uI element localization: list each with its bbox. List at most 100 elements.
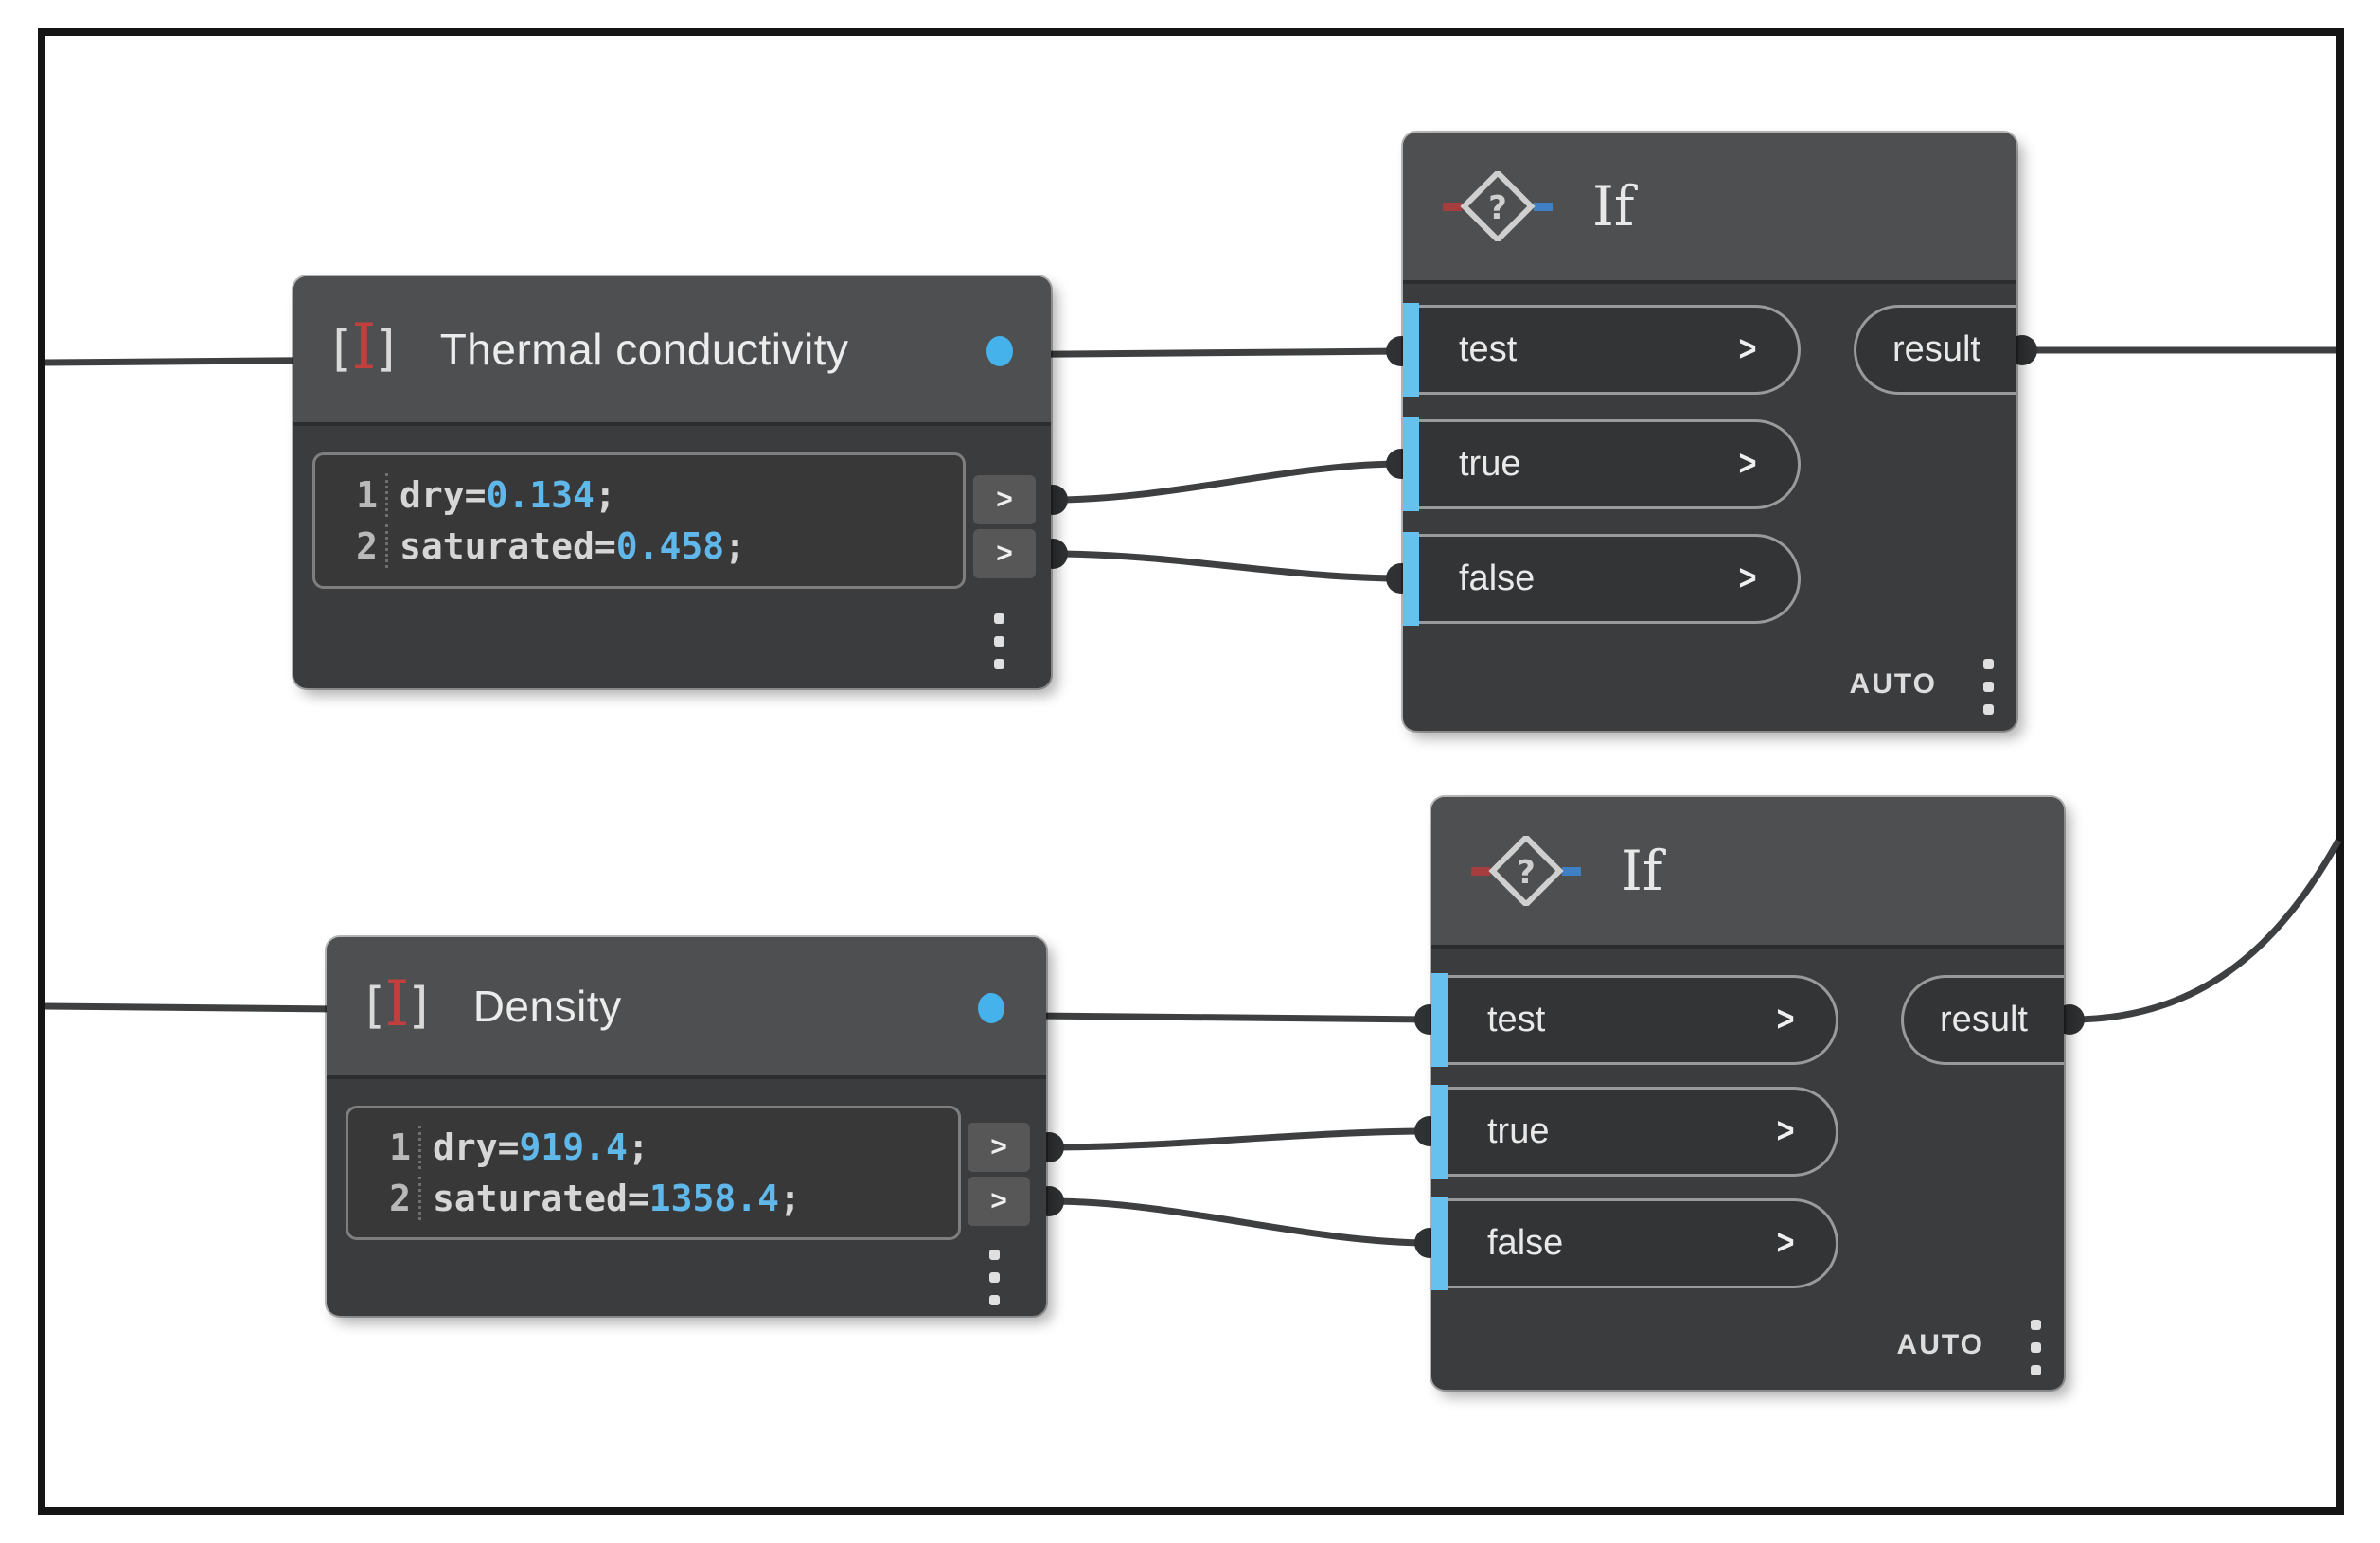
wire-if2-result-to-offscreen[interactable] — [2070, 839, 2342, 1023]
node-header[interactable]: [I] Thermal conductivity — [293, 276, 1051, 426]
node-header[interactable]: ? If — [1431, 797, 2064, 949]
code-block-icon: [I] — [359, 967, 435, 1040]
input-port-bar[interactable] — [1431, 1197, 1448, 1290]
input-port-true[interactable]: true > — [1448, 1087, 1838, 1177]
bracket-right: ] — [372, 321, 402, 378]
text-cursor-icon: I — [384, 967, 410, 1040]
line-number: 2 — [356, 525, 378, 567]
chevron-right-icon: > — [990, 1185, 1007, 1216]
output-port-saturated[interactable]: > — [973, 529, 1036, 578]
port-label: test — [1459, 329, 1518, 369]
code-editor[interactable]: 1 dry=919.4; 2 saturated=1358.4; — [346, 1106, 961, 1240]
wire-thermal-out2-to-if1-false[interactable] — [1052, 550, 1404, 582]
output-port-result[interactable]: result — [1901, 975, 2064, 1065]
chevron-right-icon: > — [1776, 1223, 1795, 1263]
wire-density-out2-to-if2-false[interactable] — [1048, 1197, 1432, 1247]
code-editor[interactable]: 1 dry=0.134; 2 saturated=0.458; — [312, 452, 966, 589]
node-header[interactable]: [I] Density — [327, 937, 1046, 1079]
port-label: result — [1892, 329, 1980, 369]
chevron-right-icon: > — [1776, 1000, 1795, 1039]
node-title: If — [1621, 839, 1663, 903]
input-port-bar[interactable] — [1403, 417, 1419, 511]
line-number-separator — [385, 524, 388, 568]
bracket-right: ] — [405, 978, 435, 1035]
port-label: test — [1487, 1000, 1546, 1039]
dot — [994, 613, 1004, 624]
code-text: dry= — [400, 474, 487, 516]
dot — [2031, 1320, 2041, 1330]
bracket-left: [ — [359, 978, 389, 1035]
code-block-node-density[interactable]: [I] Density 1 dry=919.4; 2 saturated=135… — [327, 937, 1046, 1316]
port-label: false — [1487, 1223, 1564, 1263]
preview-dot[interactable] — [986, 336, 1013, 366]
code-value: 0.134 — [486, 474, 595, 516]
node-header[interactable]: ? If — [1403, 133, 2016, 284]
line-number-separator — [418, 1126, 421, 1169]
dot — [989, 1250, 1000, 1260]
canvas-frame — [38, 28, 2344, 1515]
output-port-dry[interactable]: > — [968, 1123, 1030, 1172]
dot — [989, 1295, 1000, 1305]
input-port-bar[interactable] — [1431, 1085, 1448, 1179]
if-branch-icon: ? — [1441, 168, 1554, 244]
port-label: true — [1487, 1111, 1550, 1151]
dot — [1983, 682, 1994, 692]
lacing-indicator[interactable]: AUTO — [1849, 668, 1937, 700]
node-options-menu[interactable] — [2031, 1320, 2041, 1375]
code-block-node-thermal-conductivity[interactable]: [I] Thermal conductivity 1 dry=0.134; 2 … — [293, 276, 1051, 688]
port-label: false — [1459, 559, 1536, 598]
chevron-right-icon: > — [1738, 444, 1757, 484]
if-branch-icon: ? — [1469, 833, 1583, 909]
output-port-saturated[interactable]: > — [968, 1177, 1030, 1226]
svg-text:?: ? — [1517, 854, 1536, 892]
code-text: ; — [594, 474, 616, 516]
input-port-bar[interactable] — [1403, 303, 1419, 397]
wire-density-out1-to-if2-true[interactable] — [1048, 1127, 1432, 1151]
code-block-icon: [I] — [326, 316, 402, 381]
code-text: saturated= — [400, 525, 616, 567]
dot — [1983, 659, 1994, 669]
input-port-false[interactable]: false > — [1419, 534, 1801, 624]
if-node-bottom[interactable]: ? If test > true > false > result AUTO — [1431, 797, 2064, 1390]
line-number-separator — [385, 473, 388, 517]
code-text: ; — [779, 1178, 801, 1219]
chevron-right-icon: > — [996, 484, 1013, 515]
code-text: dry= — [433, 1126, 520, 1168]
svg-text:?: ? — [1488, 189, 1507, 227]
code-value: 1358.4 — [648, 1178, 780, 1219]
code-line[interactable]: 1 dry=919.4; — [373, 1122, 958, 1173]
node-title: If — [1592, 174, 1635, 239]
lacing-indicator[interactable]: AUTO — [1896, 1329, 1984, 1360]
chevron-right-icon: > — [990, 1131, 1007, 1162]
output-port-dry[interactable]: > — [973, 475, 1036, 524]
chevron-right-icon: > — [1738, 559, 1757, 598]
port-label: true — [1459, 444, 1521, 484]
wire-thermal-out1-to-if1-true[interactable] — [1052, 460, 1404, 504]
line-number: 2 — [389, 1178, 411, 1219]
node-title: Density — [472, 982, 622, 1031]
preview-dot[interactable] — [978, 993, 1004, 1023]
node-title: Thermal conductivity — [439, 325, 849, 374]
node-options-menu[interactable] — [994, 613, 1004, 669]
input-port-false[interactable]: false > — [1448, 1198, 1838, 1288]
dot — [989, 1272, 1000, 1283]
code-line[interactable]: 2 saturated=0.458; — [340, 521, 963, 572]
code-line[interactable]: 2 saturated=1358.4; — [373, 1173, 958, 1224]
input-port-bar[interactable] — [1403, 532, 1419, 626]
dot — [994, 659, 1004, 669]
input-port-test[interactable]: test > — [1448, 975, 1838, 1065]
node-options-menu[interactable] — [1983, 659, 1994, 715]
code-text: ; — [724, 525, 747, 567]
line-number: 1 — [389, 1126, 411, 1168]
output-port-result[interactable]: result — [1854, 305, 2016, 395]
input-port-true[interactable]: true > — [1419, 419, 1801, 509]
code-line[interactable]: 1 dry=0.134; — [340, 470, 963, 521]
dot — [994, 636, 1004, 647]
node-options-menu[interactable] — [989, 1250, 1000, 1305]
input-port-bar[interactable] — [1431, 973, 1448, 1067]
if-node-top[interactable]: ? If test > true > false > result AUTO — [1403, 133, 2016, 731]
input-port-test[interactable]: test > — [1419, 305, 1801, 395]
chevron-right-icon: > — [1738, 329, 1757, 369]
